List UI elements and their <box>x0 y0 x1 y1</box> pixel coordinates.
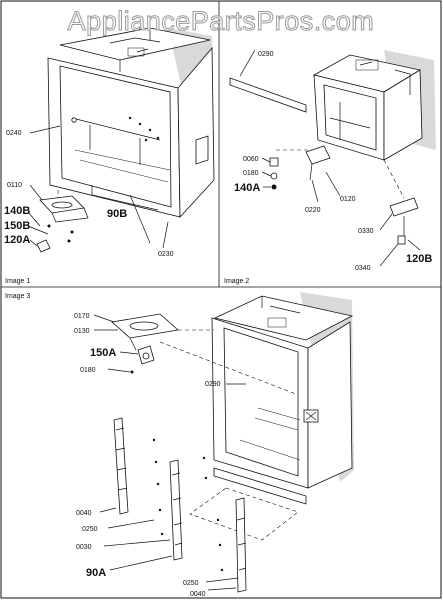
image-1-caption: Image 1 <box>5 278 30 285</box>
callout-0120: 0120 <box>340 196 356 203</box>
image-3-caption: Image 3 <box>5 293 30 300</box>
callout-150B: 150B <box>4 220 30 232</box>
callout-90A: 90A <box>86 567 106 579</box>
callout-0250-bottom: 0250 <box>183 580 199 587</box>
callout-0240: 0240 <box>6 130 22 137</box>
callout-0180-bottom: 0180 <box>80 367 96 374</box>
callout-0040-bottom: 0040 <box>190 591 206 598</box>
image-2-caption: Image 2 <box>224 278 249 285</box>
callout-0230: 0230 <box>158 251 174 258</box>
callout-150A: 150A <box>90 347 116 359</box>
callout-0110: 0110 <box>7 182 22 189</box>
callout-0040-left: 0040 <box>76 510 92 517</box>
callout-0250-left: 0250 <box>82 526 98 533</box>
callout-0340: 0340 <box>355 265 371 272</box>
image-3-drawing <box>93 292 354 593</box>
image-2-drawing <box>229 49 436 267</box>
watermark-text: AppliancePartsPros.com <box>68 6 375 36</box>
callout-140B: 140B <box>4 205 30 217</box>
callout-0290-bottom: 0290 <box>205 381 221 388</box>
callout-120B: 120B <box>406 253 432 265</box>
callout-0130: 0130 <box>74 328 90 335</box>
callout-90B: 90B <box>107 208 127 220</box>
callout-120A: 120A <box>4 234 30 246</box>
callout-0220: 0220 <box>305 207 321 214</box>
callout-0030: 0030 <box>76 544 92 551</box>
callout-0290-top: 0290 <box>258 51 274 58</box>
callout-140A: 140A <box>234 182 260 194</box>
callout-0330: 0330 <box>358 228 374 235</box>
image-1-drawing <box>27 27 215 253</box>
callout-0170: 0170 <box>74 313 90 320</box>
callout-0060: 0060 <box>243 156 259 163</box>
callout-0180-top: 0180 <box>243 170 259 177</box>
